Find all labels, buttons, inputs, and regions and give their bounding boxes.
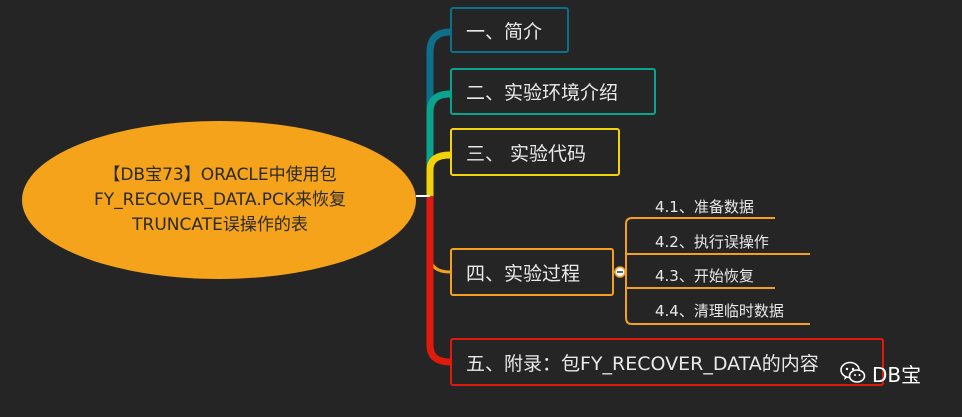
root-title-line: FY_RECOVER_DATA.PCK来恢复 xyxy=(93,189,347,210)
branch-node-code[interactable]: 三、 实验代码 xyxy=(450,128,620,176)
subitem-cleanup-temp[interactable]: 4.4、清理临时数据 xyxy=(655,302,784,320)
root-title: 【DB宝73】ORACLE中使用包 FY_RECOVER_DATA.PCK来恢复… xyxy=(30,130,410,270)
branch-label: 三、 实验代码 xyxy=(466,142,587,165)
wechat-icon xyxy=(840,361,866,383)
branch-node-process[interactable]: 四、实验过程 xyxy=(450,248,614,296)
branch-label: 二、实验环境介绍 xyxy=(466,82,619,104)
subitem-start-recovery[interactable]: 4.3、开始恢复 xyxy=(655,267,754,285)
branch-label: 一、简介 xyxy=(466,20,543,43)
subitem-prepare-data[interactable]: 4.1、准备数据 xyxy=(655,198,754,216)
connector-branch-1 xyxy=(426,28,451,196)
subitem-connectors xyxy=(614,217,810,325)
branch-node-appendix[interactable]: 五、附录：包FY_RECOVER_DATA的内容 xyxy=(450,338,884,386)
connector-branch-5 xyxy=(426,196,451,366)
connector-branch-3 xyxy=(426,151,451,196)
root-title-line: 【DB宝73】ORACLE中使用包 xyxy=(103,164,337,185)
watermark-label: DB宝 xyxy=(872,362,922,387)
root-title-line: TRUNCATE误操作的表 xyxy=(132,214,308,235)
branch-node-intro[interactable]: 一、简介 xyxy=(450,7,569,53)
branch-node-environment[interactable]: 二、实验环境介绍 xyxy=(450,68,656,115)
root-node[interactable] xyxy=(22,121,416,279)
connector-branch-2 xyxy=(426,90,451,196)
subitem-execute-mistake[interactable]: 4.2、执行误操作 xyxy=(655,233,769,251)
watermark: DB宝 xyxy=(840,355,950,391)
branch-label: 五、附录：包FY_RECOVER_DATA的内容 xyxy=(466,352,819,375)
branch-label: 四、实验过程 xyxy=(466,262,581,285)
